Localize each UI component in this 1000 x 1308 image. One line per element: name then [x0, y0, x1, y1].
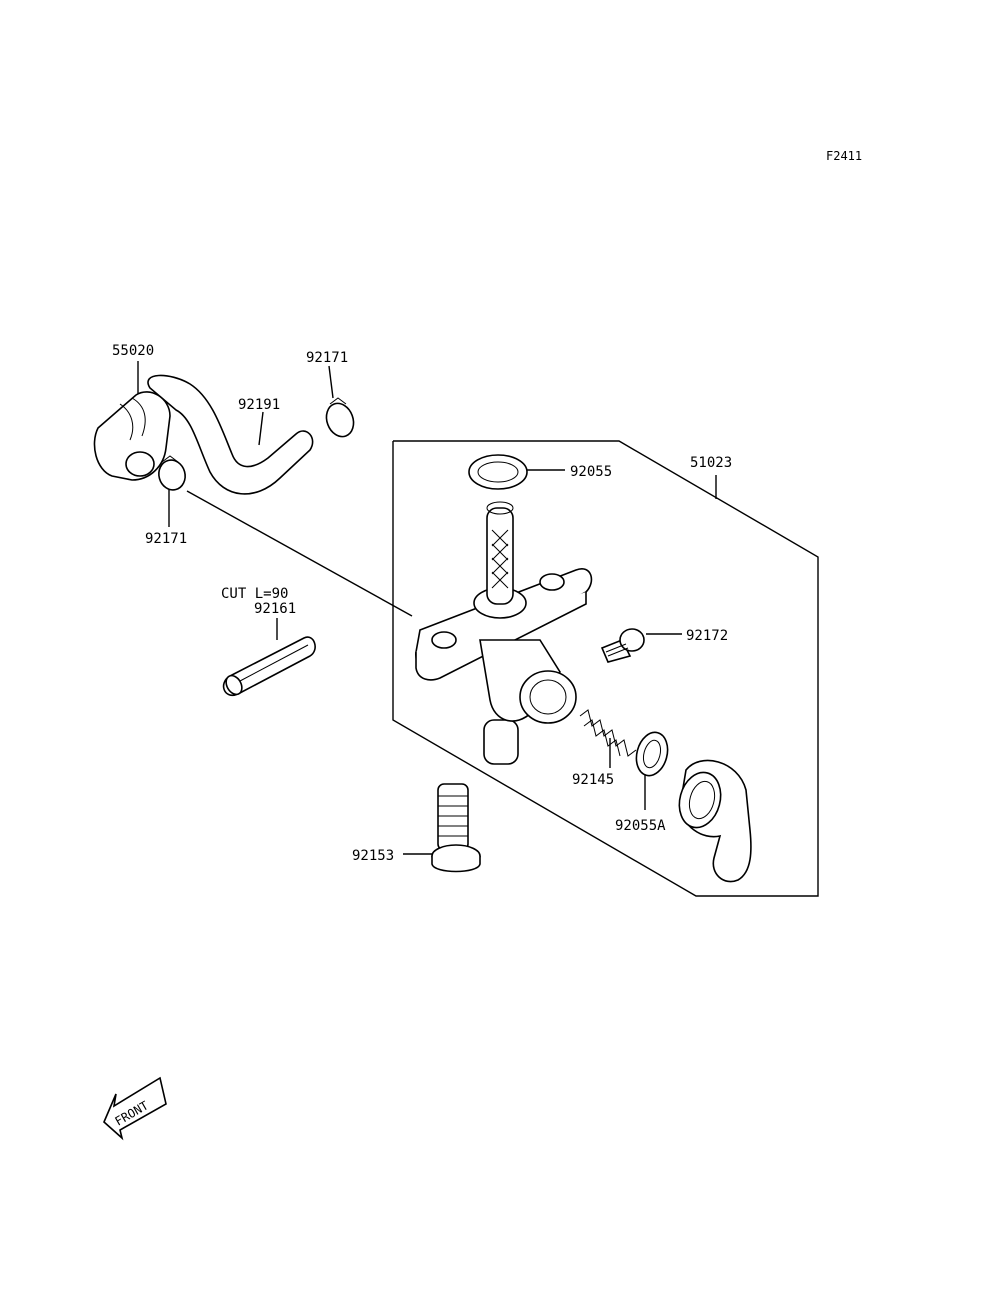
small-bolt-part: [600, 628, 645, 663]
cut-pipe-part: [222, 636, 316, 697]
spring-part: [579, 709, 637, 757]
o-ring-a-part: [635, 731, 669, 777]
front-arrow-icon: FRONT: [103, 1076, 167, 1141]
callout-pipe: 92161: [254, 601, 296, 617]
callout-clip-bottom: 92171: [145, 531, 187, 547]
assembly-outline: [392, 440, 819, 897]
callout-hose: 55020: [112, 343, 154, 359]
callout-spring: 92145: [572, 772, 614, 788]
lever-part: [678, 759, 752, 883]
hose-clip-top: [325, 397, 355, 438]
fuel-cock-body: [415, 501, 593, 765]
diagram-code: F2411: [826, 149, 862, 163]
callout-hose-tube: 92191: [238, 397, 280, 413]
callout-bolt-large: 92153: [352, 848, 394, 864]
callout-cock-assy: 51023: [690, 455, 732, 471]
callout-oring-a: 92055A: [615, 818, 666, 834]
large-bolt-part: [431, 783, 481, 873]
o-ring-part: [468, 454, 528, 490]
callout-oring: 92055: [570, 464, 612, 480]
callout-clip-top: 92171: [306, 350, 348, 366]
hose-clip-bottom: [158, 455, 186, 491]
fuel-hose-part: [93, 374, 314, 495]
callout-bolt-small: 92172: [686, 628, 728, 644]
callout-cut-note: CUT L=90: [221, 586, 288, 602]
